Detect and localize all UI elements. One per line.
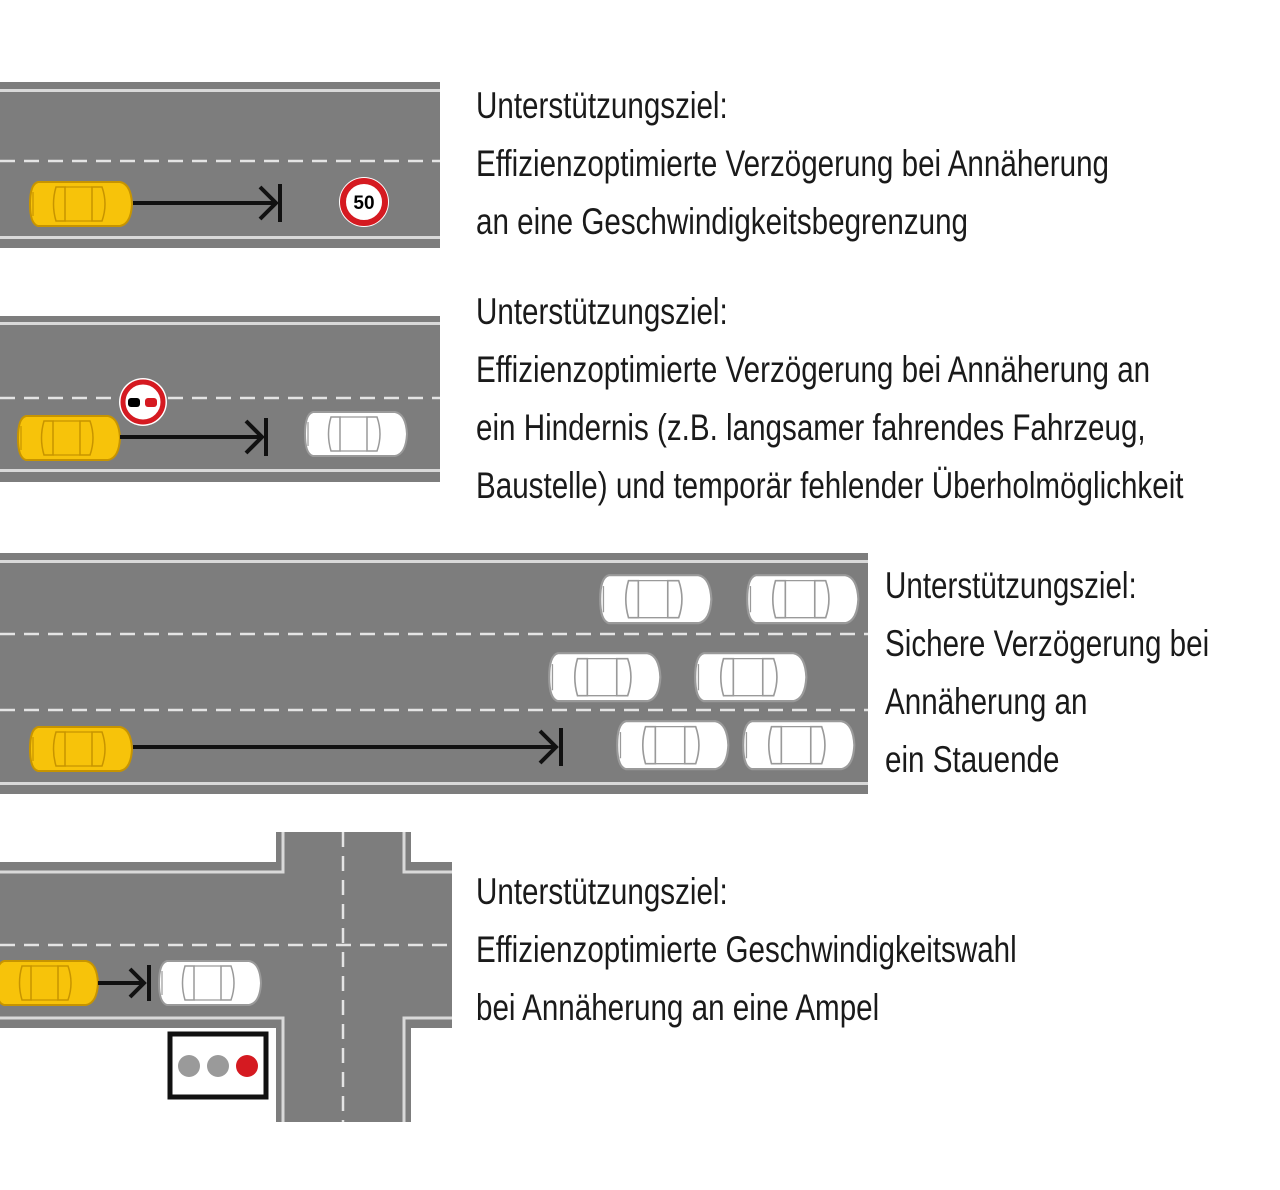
slow-vehicle [304, 411, 408, 457]
caption-line: bei Annäherung an eine Ampel [476, 987, 880, 1028]
jam-vehicle [742, 720, 856, 771]
signal-off [178, 1055, 200, 1077]
caption-label: Unterstützungsziel: [476, 871, 728, 912]
caption-line: an eine Geschwindigkeitsbegrenzung [476, 201, 969, 242]
caption-label: Unterstützungsziel: [476, 85, 728, 126]
caption-line: ein Hindernis (z.B. langsamer fahrendes … [476, 407, 1146, 448]
road-edge-bottom [0, 782, 868, 785]
ego-car [0, 960, 99, 1006]
caption-obstacle: Unterstützungsziel: Effizienzoptimierte … [476, 283, 1184, 515]
signal-off [207, 1055, 229, 1077]
scenario-traffic-jam [0, 553, 868, 794]
scenario-traffic-light [0, 832, 452, 1122]
arrow-icon [98, 965, 151, 1001]
caption-label: Unterstützungsziel: [885, 565, 1137, 606]
road-edge-top [0, 89, 440, 92]
scenario-speed-limit: 50 [0, 82, 440, 248]
caption-line: Effizienzoptimierte Geschwindigkeitswahl [476, 929, 1017, 970]
caption-traffic-jam: Unterstützungsziel: Sichere Verzögerung … [885, 557, 1209, 789]
road-edge-top [0, 322, 440, 325]
road-edge-top [0, 560, 868, 563]
speed-limit-value: 50 [353, 193, 374, 214]
caption-line: ein Stauende [885, 739, 1060, 780]
road-edge-bottom [0, 469, 440, 472]
caption-line: Effizienzoptimierte Verzögerung bei Annä… [476, 349, 1151, 390]
jam-vehicle [599, 574, 713, 625]
traffic-light-icon [167, 1031, 269, 1100]
arrow-icon [120, 418, 268, 456]
road-edges [0, 832, 452, 1122]
jam-vehicle [548, 652, 662, 703]
no-overtaking-sign-icon [119, 378, 167, 426]
ego-car [29, 181, 133, 227]
road-edge-bottom [0, 236, 440, 239]
caption-line: Sichere Verzögerung bei [885, 623, 1210, 664]
signal-red [236, 1055, 258, 1077]
jam-vehicle [616, 720, 730, 771]
caption-traffic-light: Unterstützungsziel: Effizienzoptimierte … [476, 863, 1017, 1037]
caption-label: Unterstützungsziel: [476, 291, 728, 332]
ego-car [17, 415, 121, 461]
caption-line: Baustelle) und temporär fehlender Überho… [476, 465, 1184, 506]
speed-limit-sign-icon: 50 [339, 177, 389, 227]
caption-line: Annäherung an [885, 681, 1088, 722]
scenario-obstacle [0, 316, 440, 482]
arrow-icon [133, 184, 282, 222]
caption-speed-limit: Unterstützungsziel: Effizienzoptimierte … [476, 77, 1109, 251]
arrow-icon [133, 728, 563, 766]
caption-line: Effizienzoptimierte Verzögerung bei Annä… [476, 143, 1109, 184]
lead-vehicle [158, 960, 262, 1006]
ego-car [29, 726, 133, 772]
jam-vehicle [746, 574, 860, 625]
jam-vehicle [694, 652, 808, 703]
